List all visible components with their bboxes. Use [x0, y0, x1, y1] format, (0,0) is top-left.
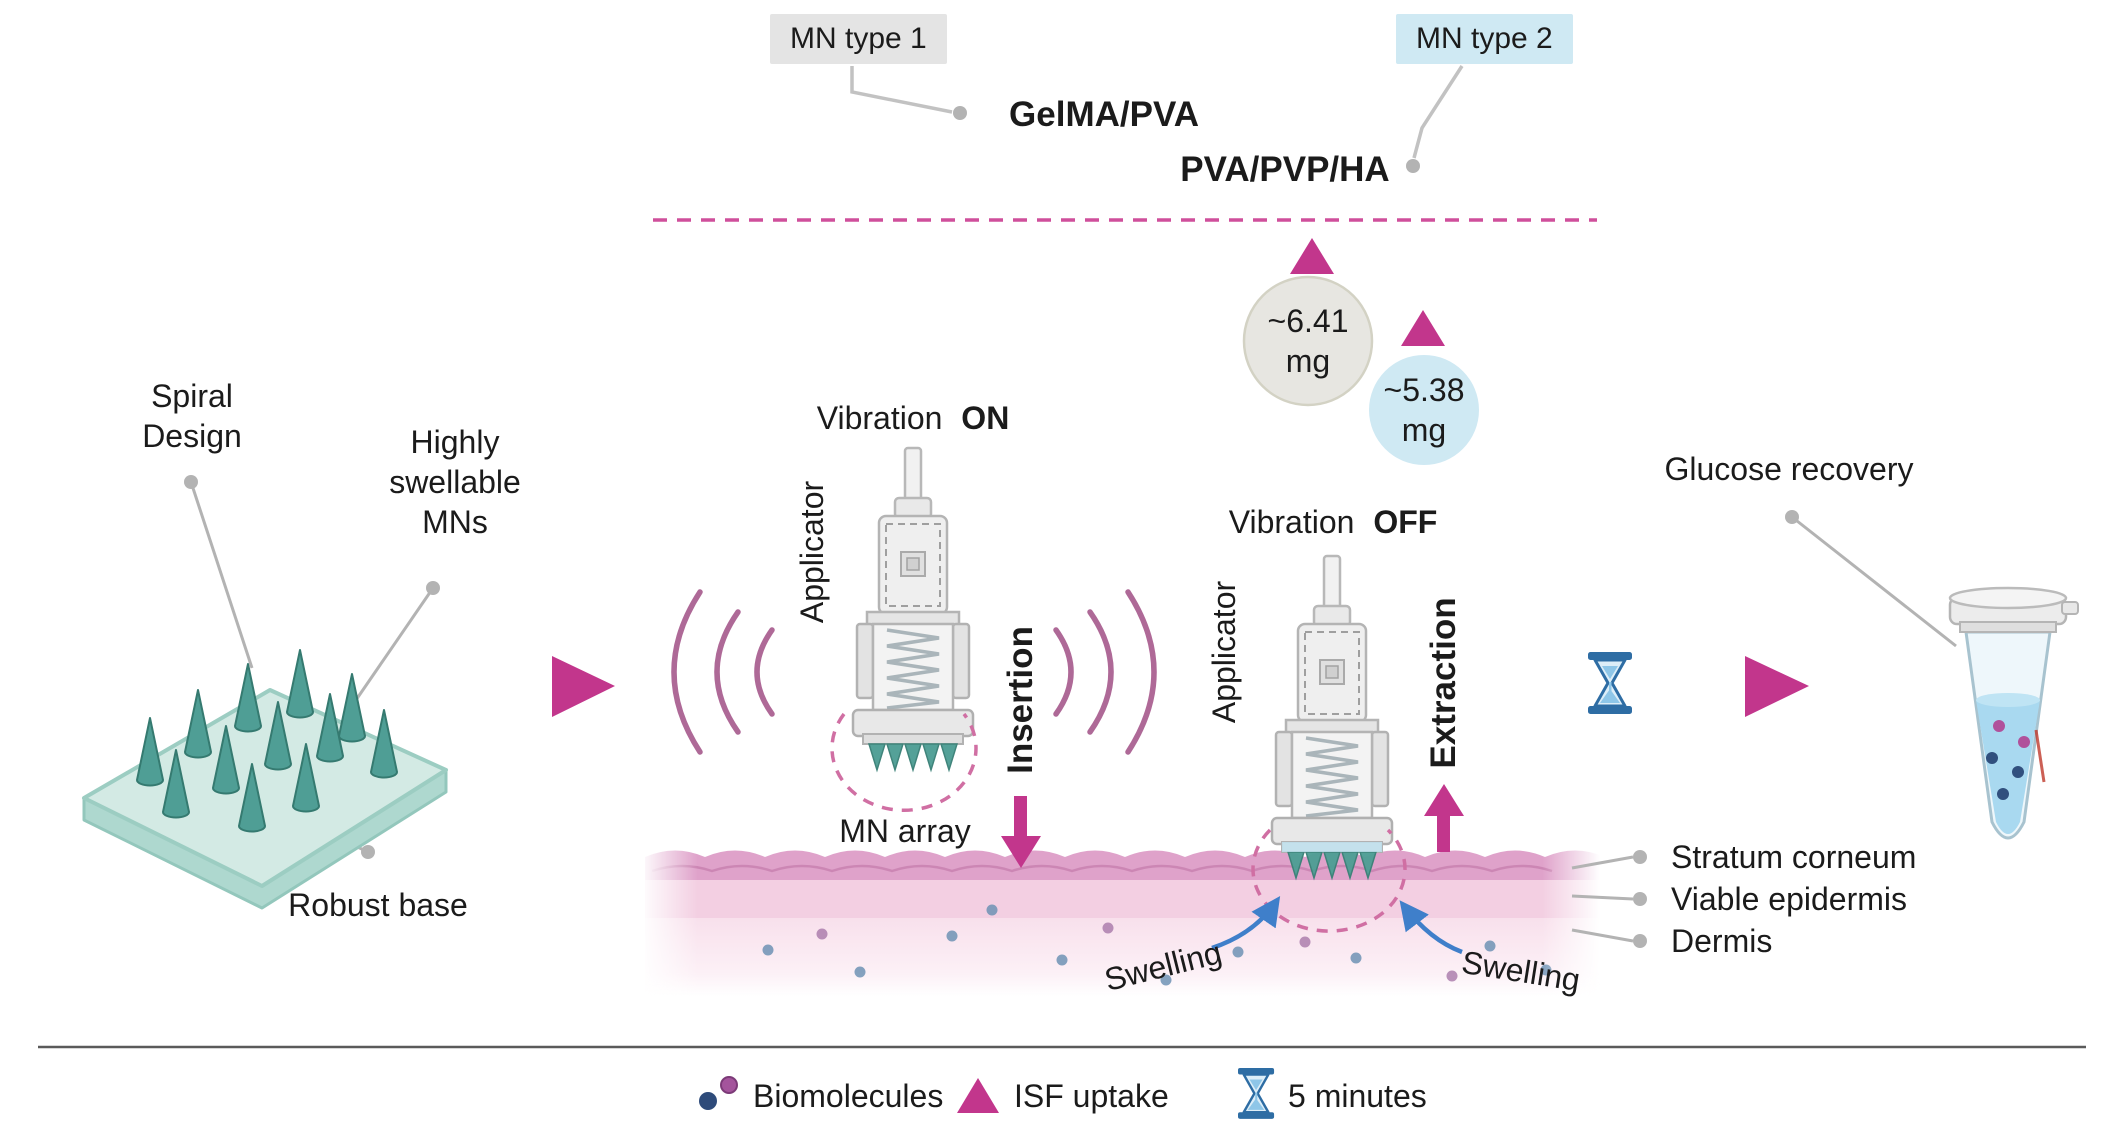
glucose-recovery-label: Glucose recovery — [1664, 451, 1914, 487]
mass-2-label: ~5.38 mg — [1384, 370, 1465, 450]
legend-hourglass-icon — [1236, 1066, 1276, 1121]
callout-dot-robust — [361, 845, 375, 859]
spiral-design-line1: Spiral — [151, 378, 233, 414]
mass-2-value: ~5.38 — [1383, 372, 1465, 408]
legend-isf-uptake-label: ISF uptake — [1014, 1078, 1169, 1114]
mn-array-focus-ring — [830, 712, 978, 813]
applicator-device-1 — [851, 446, 975, 772]
legend-isf-triangle-icon — [957, 1078, 999, 1113]
vibration-on-word: Vibration — [816, 400, 943, 436]
legend-biomolecules-label: Biomolecules — [753, 1078, 944, 1114]
mn-type-1-text: MN type 1 — [790, 22, 927, 55]
material-2-label: PVA/PVP/HA — [1180, 150, 1390, 190]
flow-arrow-2 — [1745, 656, 1809, 717]
insertion-label: Insertion — [1001, 626, 1041, 774]
applicator-2-label: Applicator — [1206, 580, 1242, 724]
callout-dot-spiral — [184, 475, 198, 489]
flow-arrow-1 — [552, 656, 615, 717]
vibration-off-label: Vibration OFF — [1229, 502, 1438, 542]
swellable-line3: MNs — [422, 504, 488, 540]
callout-dot-mn2 — [1406, 159, 1420, 173]
swelling-arrow-right — [1399, 900, 1463, 955]
material-1-label: GelMA/PVA — [1009, 95, 1199, 135]
robust-base-label: Robust base — [288, 887, 468, 923]
extraction-focus-ring — [1251, 828, 1407, 933]
mn-type-2-tag: MN type 2 — [1396, 14, 1573, 64]
vibration-on-state: ON — [961, 400, 1010, 436]
patch-microneedles — [136, 649, 398, 833]
stratum-corneum-label: Stratum corneum — [1671, 839, 1917, 875]
vibration-waves-right — [1053, 589, 1157, 755]
vibration-off-word: Vibration — [1228, 504, 1355, 540]
isf-triangle-2 — [1401, 310, 1445, 346]
mass-2-unit: mg — [1401, 412, 1447, 448]
mass-1-circle — [1242, 275, 1374, 407]
callout-dot-epidermis — [1633, 892, 1647, 906]
extraction-arrow — [1424, 784, 1464, 852]
swelling-arrow-left — [1211, 895, 1281, 951]
spiral-design-label: Spiral Design — [142, 376, 242, 456]
applicator-device-2 — [1270, 554, 1394, 880]
mass-1-value: ~6.41 — [1267, 303, 1349, 339]
mn-type-1-tag: MN type 1 — [770, 14, 947, 64]
mass-2-circle — [1369, 355, 1479, 465]
callout-dot-recovery — [1785, 510, 1799, 524]
vibration-on-label: Vibration ON — [817, 398, 1010, 438]
insertion-arrow — [1001, 796, 1041, 868]
callout-connectors-top — [850, 65, 1464, 159]
swellable-line2: swellable — [389, 464, 521, 500]
viable-epidermis-label: Viable epidermis — [1671, 881, 1907, 917]
hourglass-icon — [1586, 650, 1634, 716]
callout-dot-dermis — [1633, 934, 1647, 948]
swellable-mns-label: Highly swellable MNs — [389, 422, 521, 542]
mn-patch — [82, 649, 448, 910]
swellable-line1: Highly — [410, 424, 500, 460]
applicator-1-label: Applicator — [794, 480, 830, 624]
isf-triangle-1 — [1290, 238, 1334, 274]
skin-biomolecule-dots — [762, 904, 1552, 986]
mass-1-label: ~6.41 mg — [1268, 301, 1349, 381]
mn-array-label: MN array — [839, 813, 971, 849]
recovery-callout-line — [1791, 515, 1957, 648]
callout-dot-stratum — [1633, 850, 1647, 864]
extraction-label: Extraction — [1424, 597, 1464, 769]
callout-dot-mn1 — [953, 106, 967, 120]
vibration-waves-left — [671, 589, 775, 755]
applicator-2-blue-base — [1282, 842, 1382, 852]
skin-callout-lines — [1571, 855, 1634, 943]
legend-biomolecules-icon — [699, 1076, 738, 1110]
dermis-label: Dermis — [1671, 923, 1773, 959]
vibration-off-state: OFF — [1373, 504, 1438, 540]
skin-cross-section — [645, 850, 1605, 996]
mass-1-unit: mg — [1285, 343, 1331, 379]
collection-tube — [1948, 586, 2079, 840]
mn-type-2-text: MN type 2 — [1416, 22, 1553, 55]
spiral-design-line2: Design — [142, 418, 242, 454]
legend-duration-label: 5 minutes — [1288, 1078, 1427, 1114]
callout-dot-swellable — [426, 581, 440, 595]
